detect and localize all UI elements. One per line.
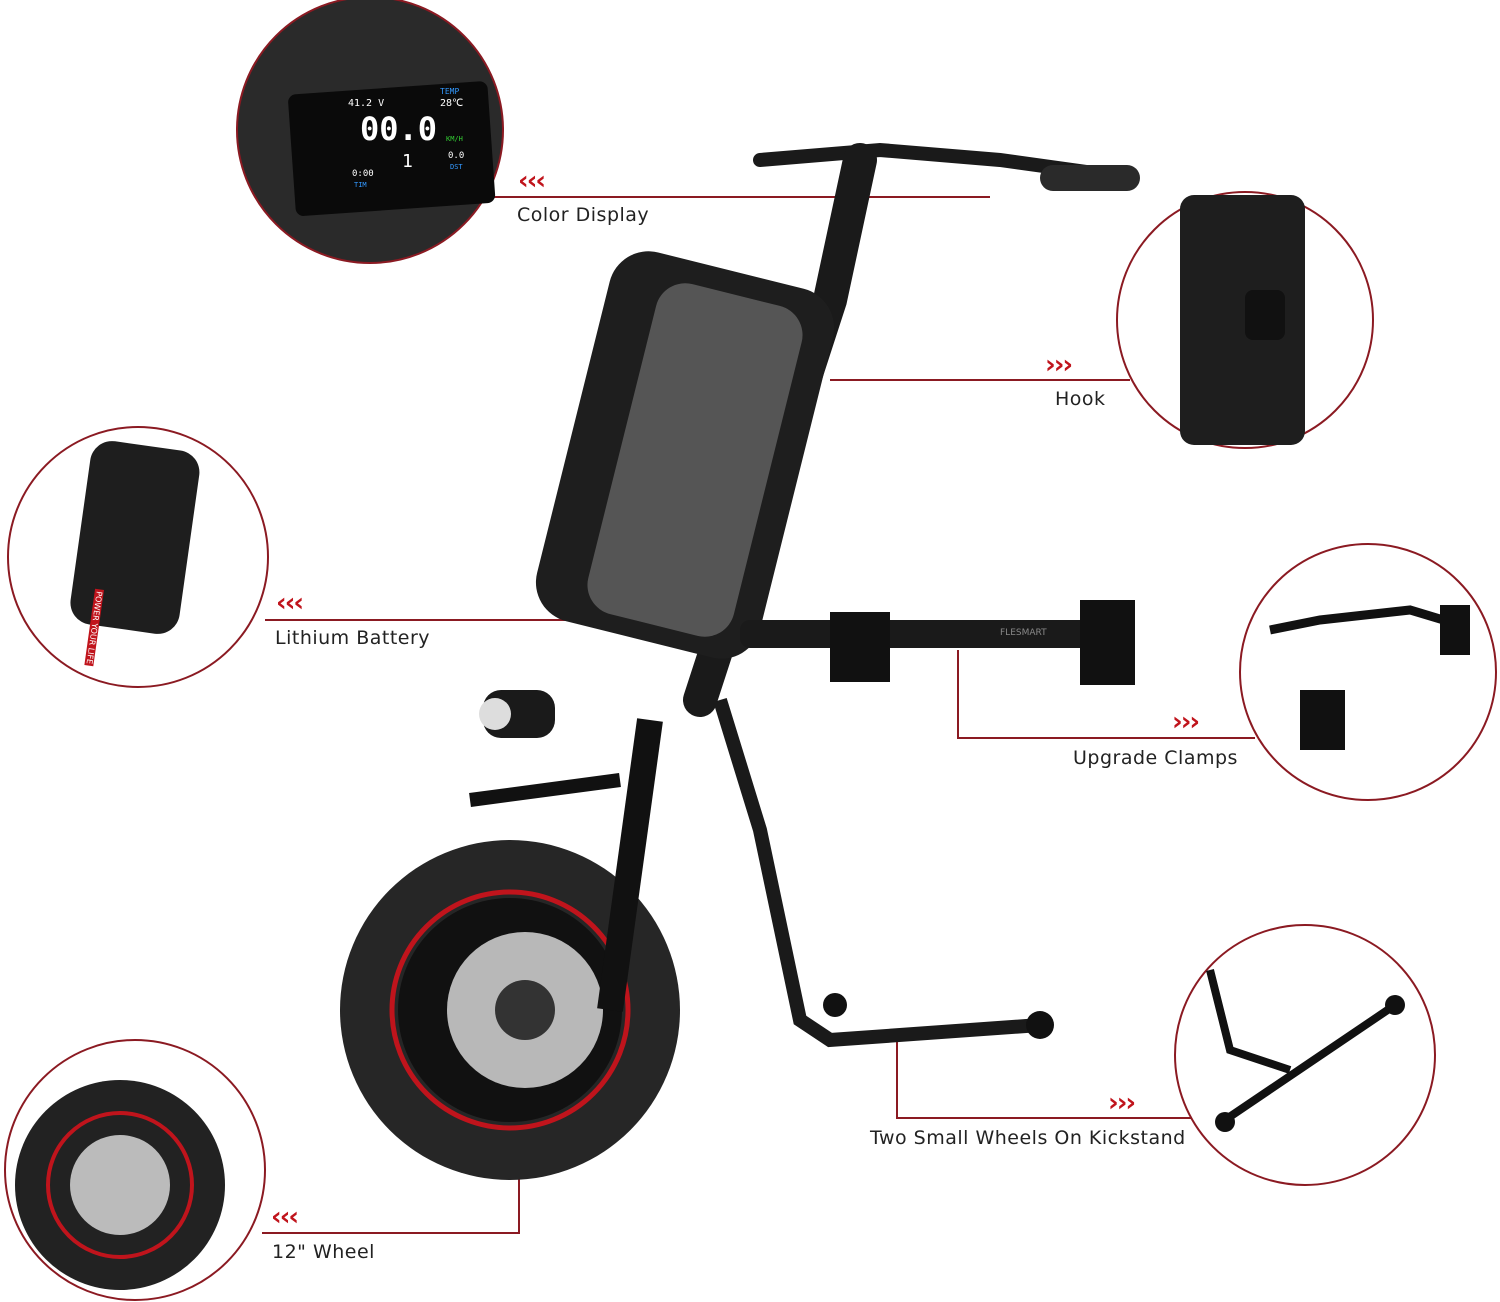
chevrons-right-icon: ››› <box>1045 350 1073 380</box>
display-dist: 0.0 <box>448 151 465 161</box>
label-color-display: Color Display <box>517 204 650 226</box>
label-12-inch-wheel: 12" Wheel <box>272 1241 375 1263</box>
display-time-label: TIM <box>354 181 367 189</box>
battery-thumb <box>70 441 200 634</box>
handcycle <box>340 142 1140 1180</box>
label-upgrade-clamps: Upgrade Clamps <box>1073 747 1238 769</box>
chevrons-left-icon: ‹‹‹ <box>271 1202 299 1232</box>
display-speed: 00.0 <box>360 110 438 148</box>
chevrons-left-icon: ‹‹‹ <box>518 166 546 196</box>
callout-line-kickstand <box>896 1035 1192 1119</box>
brand-logo: FLESMART <box>1000 628 1047 638</box>
display-voltage: 41.2 V <box>348 98 385 109</box>
hook-tube <box>1180 195 1305 445</box>
kickstand-detail-circle <box>1174 924 1436 1186</box>
display-temp-label: TEMP <box>440 87 460 96</box>
display-temp: 28℃ <box>440 98 464 109</box>
display-speed-unit: KM/H <box>446 135 463 143</box>
display-time: 0:00 <box>352 169 374 179</box>
label-kickstand-wheels: Two Small Wheels On Kickstand <box>870 1127 1186 1149</box>
chevrons-right-icon: ››› <box>1108 1088 1136 1118</box>
label-hook: Hook <box>1055 388 1106 410</box>
callout-line-clamps <box>957 650 1255 739</box>
label-lithium-battery: Lithium Battery <box>275 627 431 649</box>
display-dist-label: DST <box>450 163 463 171</box>
chevrons-left-icon: ‹‹‹ <box>276 588 304 618</box>
hook-part <box>1245 290 1285 340</box>
display-screen <box>288 81 496 216</box>
clamps-detail-circle <box>1239 543 1497 801</box>
clamp-arm <box>740 620 1130 648</box>
detail-circles <box>4 0 1497 1301</box>
display-gear: 1 <box>402 151 413 172</box>
chevrons-right-icon: ››› <box>1172 707 1200 737</box>
